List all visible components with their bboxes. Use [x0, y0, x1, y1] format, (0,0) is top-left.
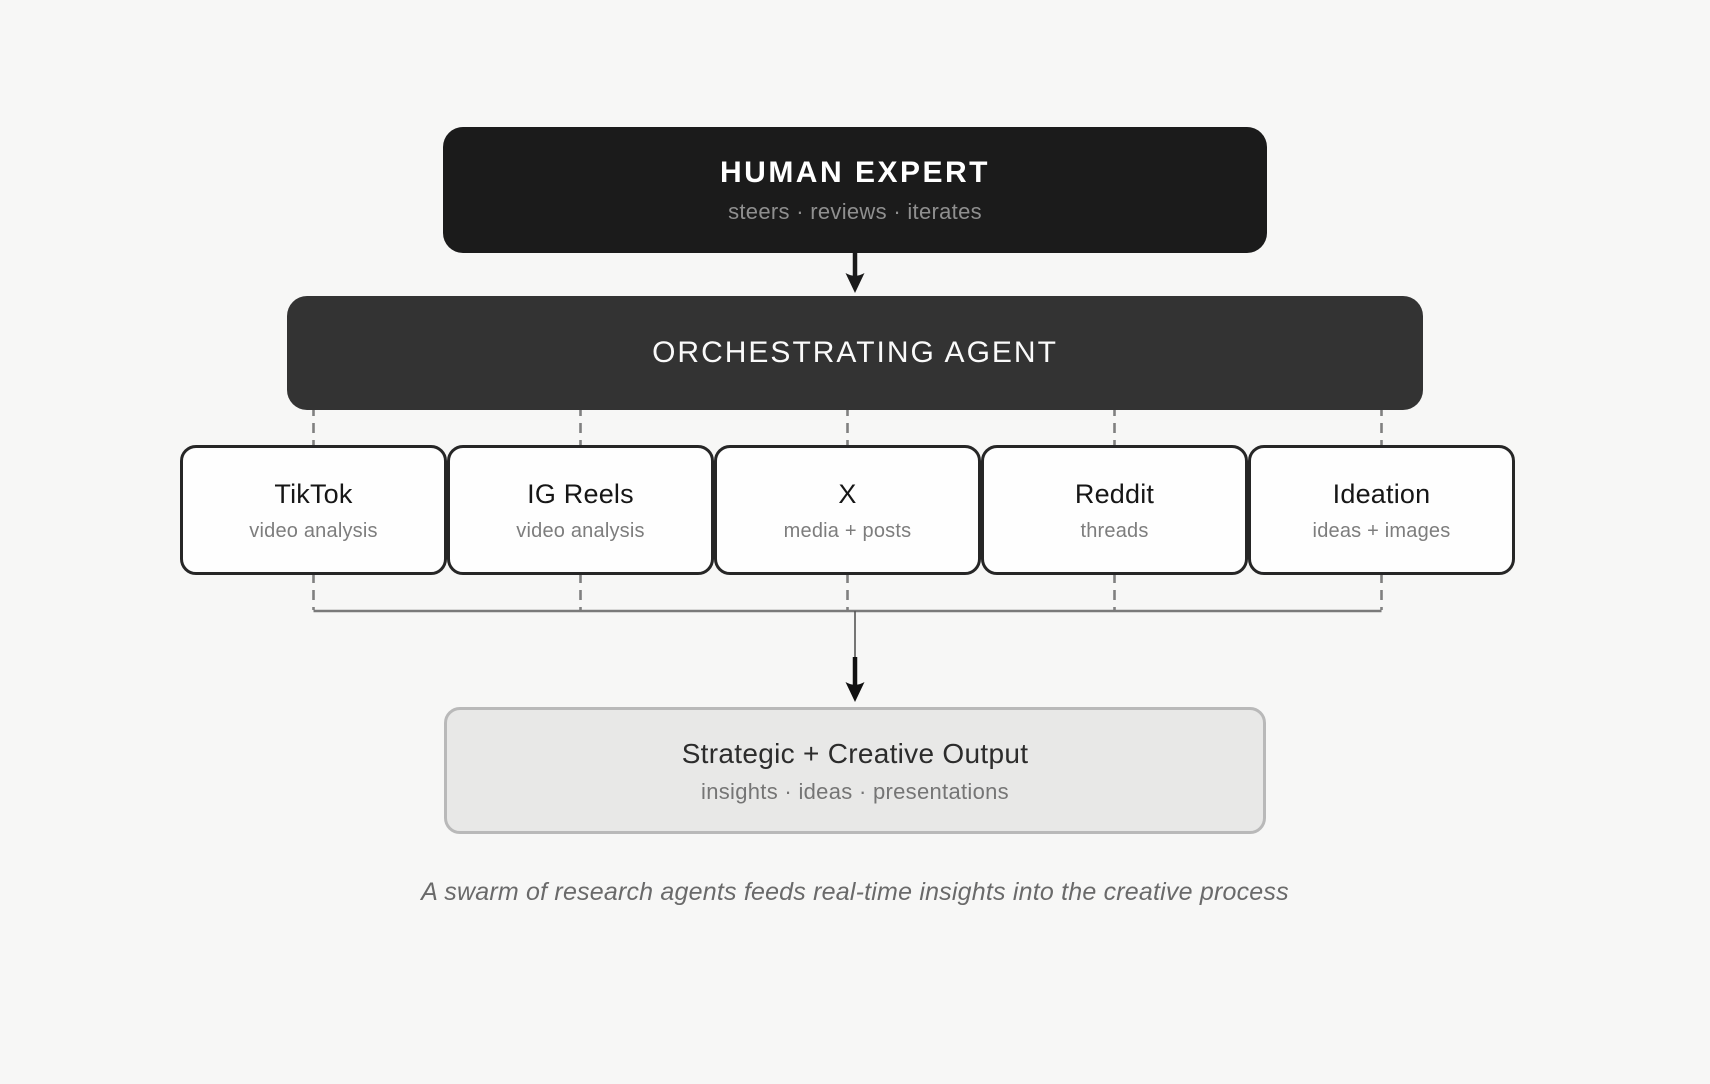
human-expert-title: HUMAN EXPERT: [719, 155, 990, 189]
strategic-creative-output-box: Strategic + Creative Output insights · i…: [444, 707, 1266, 834]
output-subtitle: insights · ideas · presentations: [701, 778, 1009, 804]
dashed-connectors-top: [312, 406, 1383, 447]
arrow-merge-to-output: [845, 611, 865, 702]
orchestrating-agent-title: ORCHESTRATING AGENT: [652, 336, 1058, 369]
agent-card-tiktok: TikTok video analysis: [180, 445, 447, 575]
agent-card-x: X media + posts: [714, 445, 981, 575]
output-title: Strategic + Creative Output: [681, 737, 1029, 769]
agent-card-title: IG Reels: [527, 478, 634, 509]
dashed-connectors-bottom: [312, 573, 1383, 610]
human-expert-box: HUMAN EXPERT steers · reviews · iterates: [443, 127, 1267, 253]
agent-card-title: Reddit: [1074, 478, 1155, 509]
agent-card-subtitle: video analysis: [249, 519, 378, 542]
human-expert-subtitle: steers · reviews · iterates: [728, 198, 982, 224]
agent-card-title: TikTok: [274, 478, 353, 509]
orchestrating-agent-box: ORCHESTRATING AGENT: [287, 296, 1423, 410]
agent-card-subtitle: threads: [1080, 519, 1149, 542]
diagram-caption: A swarm of research agents feeds real-ti…: [421, 878, 1289, 906]
agent-card-subtitle: video analysis: [516, 519, 645, 542]
arrow-human-to-orchestrator: [845, 250, 865, 293]
agent-card-subtitle: media + posts: [783, 519, 912, 542]
agent-card-ideation: Ideation ideas + images: [1248, 445, 1515, 575]
agent-card-title: X: [838, 478, 857, 509]
agent-card-reddit: Reddit threads: [981, 445, 1248, 575]
agent-card-title: Ideation: [1332, 478, 1431, 509]
agent-card-ig-reels: IG Reels video analysis: [447, 445, 714, 575]
agent-card-subtitle: ideas + images: [1312, 519, 1451, 542]
